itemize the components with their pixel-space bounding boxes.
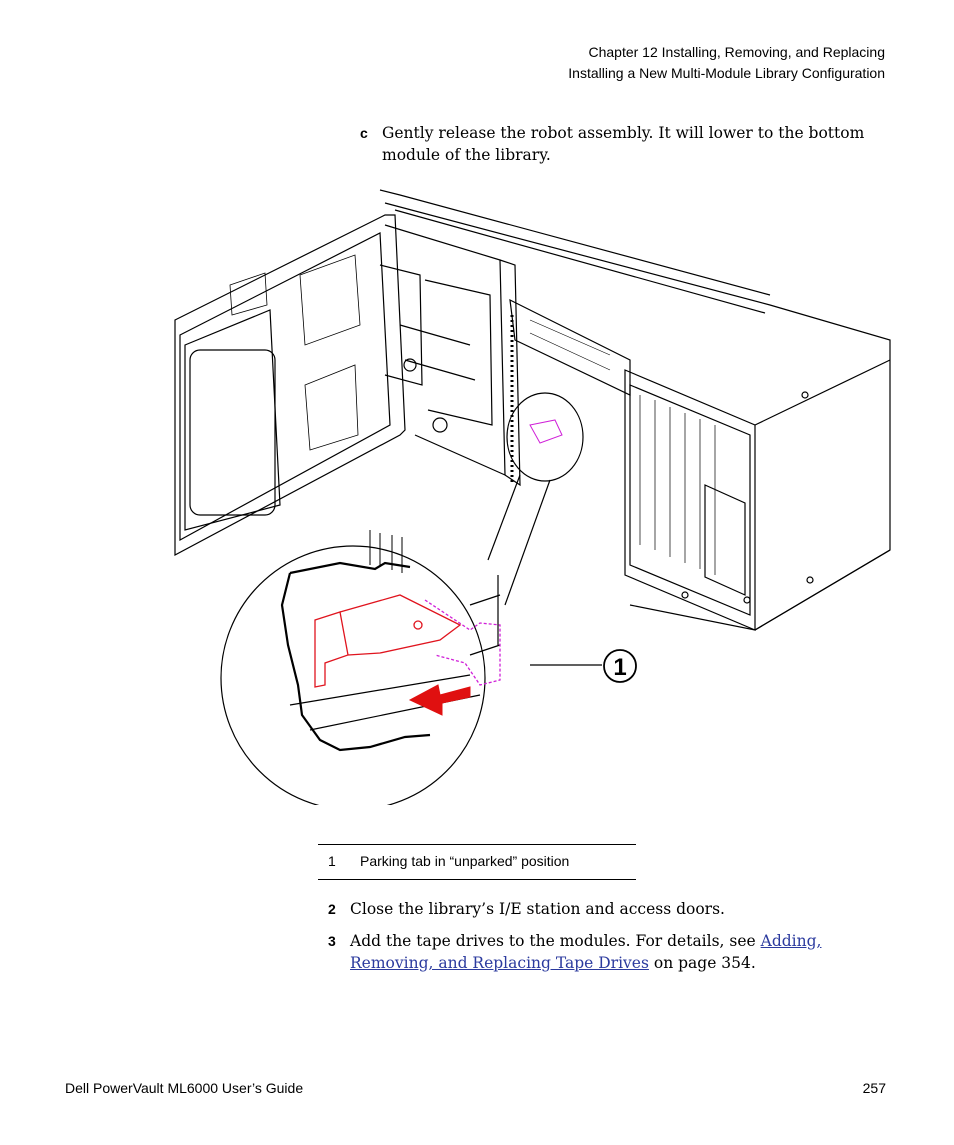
library-robot-illustration: 1 — [174, 189, 891, 805]
legend-number: 1 — [328, 853, 336, 869]
footer-title: Dell PowerVault ML6000 User’s Guide — [65, 1080, 304, 1096]
cross-reference-link[interactable]: Adding, Removing, and Replacing Tape Dri… — [350, 932, 822, 972]
step-text-before: Add the tape drives to the modules. For … — [350, 932, 761, 950]
step-marker: c — [360, 125, 368, 141]
step-text-after: on page 354. — [648, 954, 756, 972]
step-marker: 3 — [328, 933, 336, 949]
step-text: Add the tape drives to the modules. For … — [350, 930, 870, 974]
step-text: Close the library’s I/E station and acce… — [350, 900, 725, 918]
figure-legend: 1 Parking tab in “unparked” position — [318, 844, 636, 880]
step-marker: 2 — [328, 901, 336, 917]
header-chapter: Chapter 12 Installing, Removing, and Rep… — [588, 44, 885, 60]
callout-number: 1 — [613, 654, 626, 681]
page-number: 257 — [862, 1080, 886, 1096]
step-text: Gently release the robot assembly. It wi… — [382, 124, 865, 164]
legend-text: Parking tab in “unparked” position — [360, 853, 570, 869]
header-section: Installing a New Multi-Module Library Co… — [568, 65, 885, 81]
